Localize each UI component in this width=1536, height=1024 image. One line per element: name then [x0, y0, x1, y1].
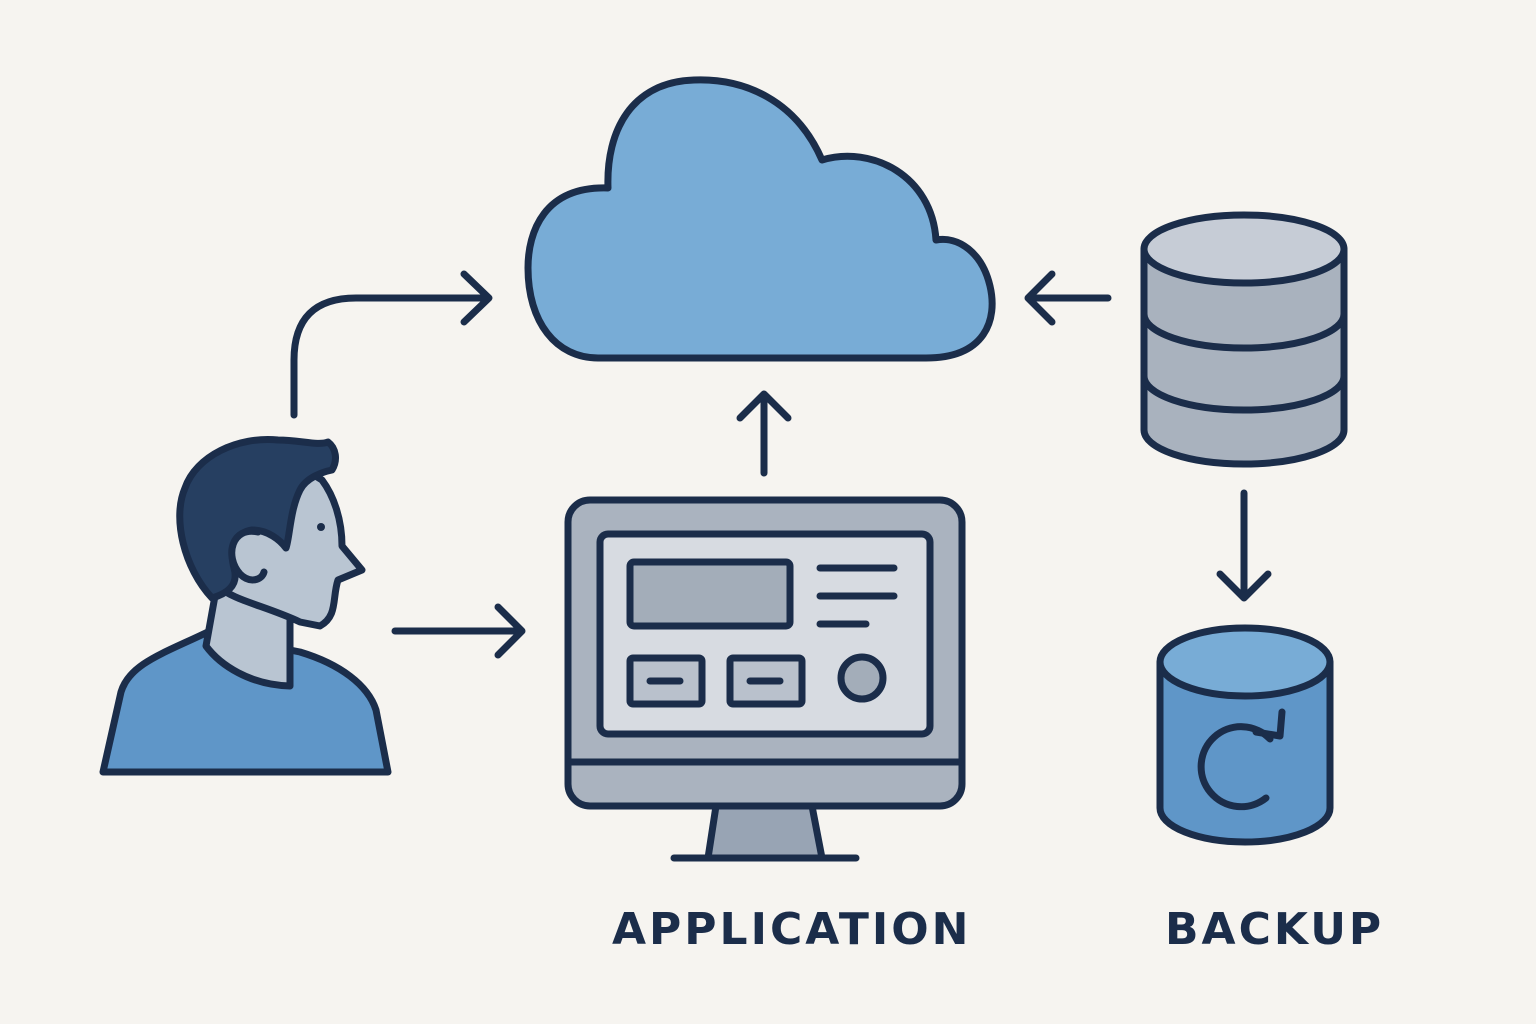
- refresh-icon: [1197, 708, 1286, 811]
- database-body: [1140, 245, 1348, 468]
- monitor-stand: [704, 802, 826, 862]
- database-top: [1140, 211, 1348, 287]
- user-eye: [317, 523, 325, 531]
- arrow-user-to-application: [391, 603, 526, 659]
- database-ring-1: [1140, 310, 1348, 352]
- arrow-user-to-cloud: [290, 270, 493, 419]
- screen-knob: [837, 653, 887, 703]
- backup-top: [1156, 624, 1334, 700]
- arrow-database-to-backup: [1216, 489, 1272, 602]
- backup-body: [1156, 658, 1334, 846]
- application-label: APPLICATION: [612, 904, 972, 955]
- backup-label: BACKUP: [1165, 904, 1385, 955]
- backup-database-icon: [1156, 624, 1334, 846]
- database-ring-2: [1140, 372, 1348, 414]
- desktop-monitor-icon: [564, 496, 966, 862]
- user-ear: [228, 527, 268, 584]
- cloud-icon: [524, 76, 996, 362]
- database-icon: [1140, 211, 1348, 468]
- screen-banner: [626, 558, 794, 630]
- user-icon: [99, 435, 392, 776]
- arrow-database-to-cloud: [1024, 270, 1112, 326]
- arrow-application-to-cloud: [736, 390, 792, 477]
